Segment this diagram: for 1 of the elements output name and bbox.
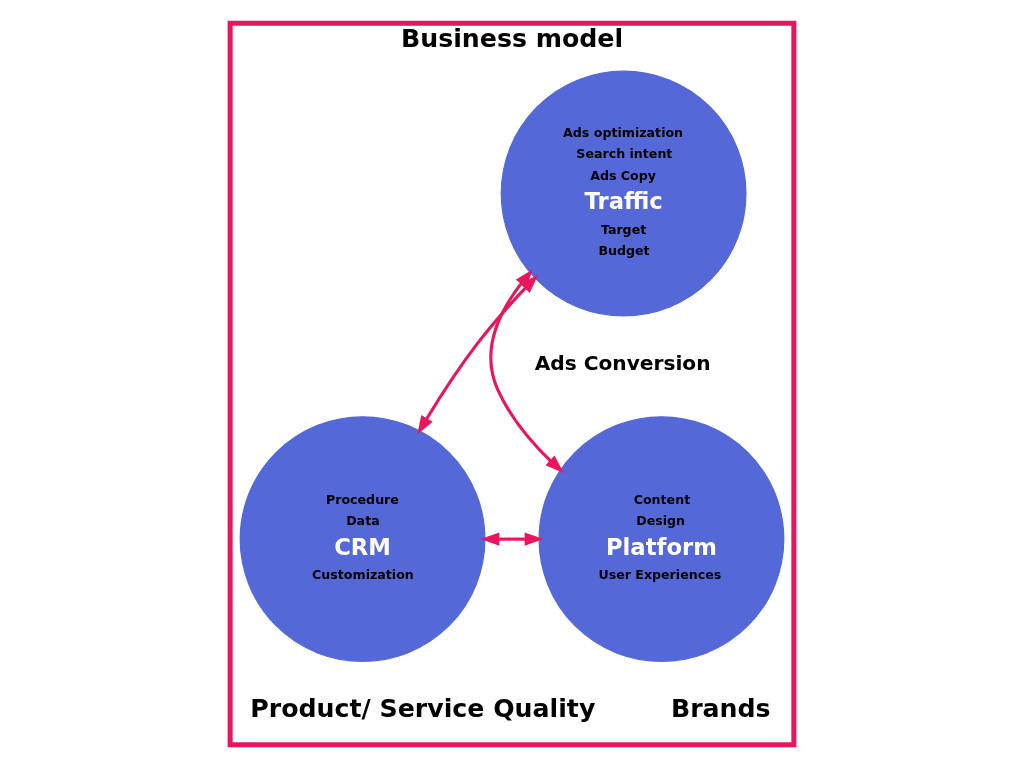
- label: Ads Conversion: [534, 350, 711, 375]
